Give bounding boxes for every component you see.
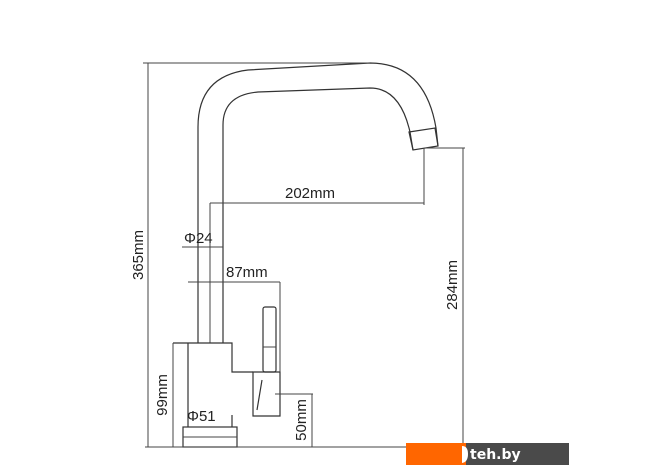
logo-text: teh.by [470, 447, 521, 463]
spout-inner-outline [222, 87, 414, 343]
label-365mm: 365mm [130, 230, 147, 280]
label-99mm: 99mm [154, 374, 171, 416]
label-284mm: 284mm [444, 260, 461, 310]
label-50mm: 50mm [293, 399, 310, 441]
label-phi51: Φ51 [187, 408, 216, 425]
label-202mm: 202mm [285, 185, 335, 202]
faucet-body [173, 342, 253, 427]
label-87mm: 87mm [226, 264, 268, 281]
spout-aerator [408, 127, 439, 151]
teh-by-logo: teh.by [406, 443, 569, 465]
label-phi24: Φ24 [184, 230, 213, 247]
handle-lever [262, 306, 277, 373]
